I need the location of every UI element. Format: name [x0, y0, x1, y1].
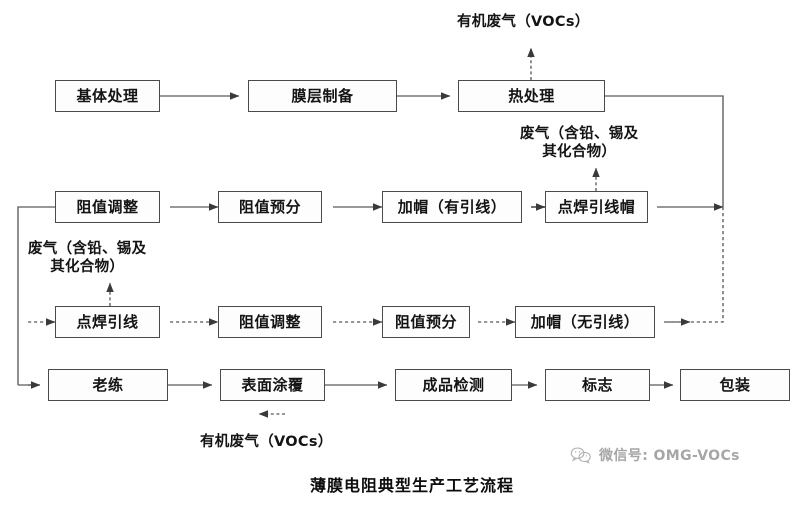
node-weld-lead[interactable]: 点焊引线 — [55, 306, 160, 338]
node-weld-cap[interactable]: 点焊引线帽 — [545, 191, 648, 223]
node-pre2-label: 阻值预分 — [394, 312, 457, 331]
node-film-label: 膜层制备 — [291, 86, 354, 105]
node-adj2[interactable]: 阻值调整 — [218, 306, 322, 338]
node-heat-label: 热处理 — [508, 86, 555, 105]
label-voc-top: 有机废气（VOCs） — [457, 14, 590, 32]
node-coating[interactable]: 表面涂覆 — [220, 369, 325, 401]
node-cap-lead[interactable]: 加帽（有引线） — [382, 191, 522, 223]
label-fume-weld-line1: 废气（含铅、锡及 — [28, 241, 147, 257]
node-adj2-label: 阻值调整 — [238, 312, 301, 331]
node-cap-nolead-label: 加帽（无引线） — [530, 312, 640, 331]
node-pre2[interactable]: 阻值预分 — [382, 306, 470, 338]
label-fume-weld: 废气（含铅、锡及 其化合物） — [28, 241, 146, 276]
diagram-caption-text: 薄膜电阻典型生产工艺流程 — [310, 476, 515, 495]
label-voc-bottom: 有机废气（VOCs） — [200, 434, 333, 452]
edge-rail-right-to-capnolead — [667, 207, 724, 323]
node-package[interactable]: 包装 — [680, 369, 790, 401]
node-film[interactable]: 膜层制备 — [248, 80, 397, 112]
label-fume-heat-line2: 其化合物） — [542, 143, 617, 160]
node-inspect[interactable]: 成品检测 — [395, 369, 512, 401]
node-burnin[interactable]: 老练 — [48, 369, 168, 401]
label-fume-weld-line2: 其化合物） — [50, 258, 125, 275]
label-fume-heat: 废气（含铅、锡及 其化合物） — [520, 126, 638, 161]
label-voc-bottom-text: 有机废气（VOCs） — [200, 434, 333, 450]
node-heat[interactable]: 热处理 — [458, 80, 605, 112]
label-voc-top-text: 有机废气（VOCs） — [457, 14, 590, 30]
watermark: 微信号: OMG-VOCs — [570, 445, 740, 465]
node-burnin-label: 老练 — [92, 375, 124, 394]
node-coating-label: 表面涂覆 — [241, 375, 304, 394]
node-mark[interactable]: 标志 — [545, 369, 650, 401]
node-pre1[interactable]: 阻值预分 — [218, 191, 322, 223]
node-adj1[interactable]: 阻值调整 — [55, 191, 160, 223]
node-pre1-label: 阻值预分 — [238, 197, 301, 216]
node-cap-lead-label: 加帽（有引线） — [397, 197, 507, 216]
node-substrate-label: 基体处理 — [76, 86, 139, 105]
node-weld-cap-label: 点焊引线帽 — [557, 197, 636, 216]
wechat-icon — [570, 446, 592, 464]
label-fume-heat-line1: 废气（含铅、锡及 — [520, 126, 639, 142]
diagram-caption: 薄膜电阻典型生产工艺流程 — [310, 472, 514, 496]
node-package-label: 包装 — [719, 375, 751, 394]
node-inspect-label: 成品检测 — [422, 375, 485, 394]
watermark-text: 微信号: OMG-VOCs — [599, 448, 740, 464]
node-cap-nolead[interactable]: 加帽（无引线） — [515, 306, 655, 338]
edge-adj1-left-rail — [17, 206, 55, 385]
node-weld-lead-label: 点焊引线 — [76, 312, 139, 331]
node-adj1-label: 阻值调整 — [76, 197, 139, 216]
node-substrate[interactable]: 基体处理 — [55, 80, 160, 112]
node-mark-label: 标志 — [581, 375, 613, 394]
